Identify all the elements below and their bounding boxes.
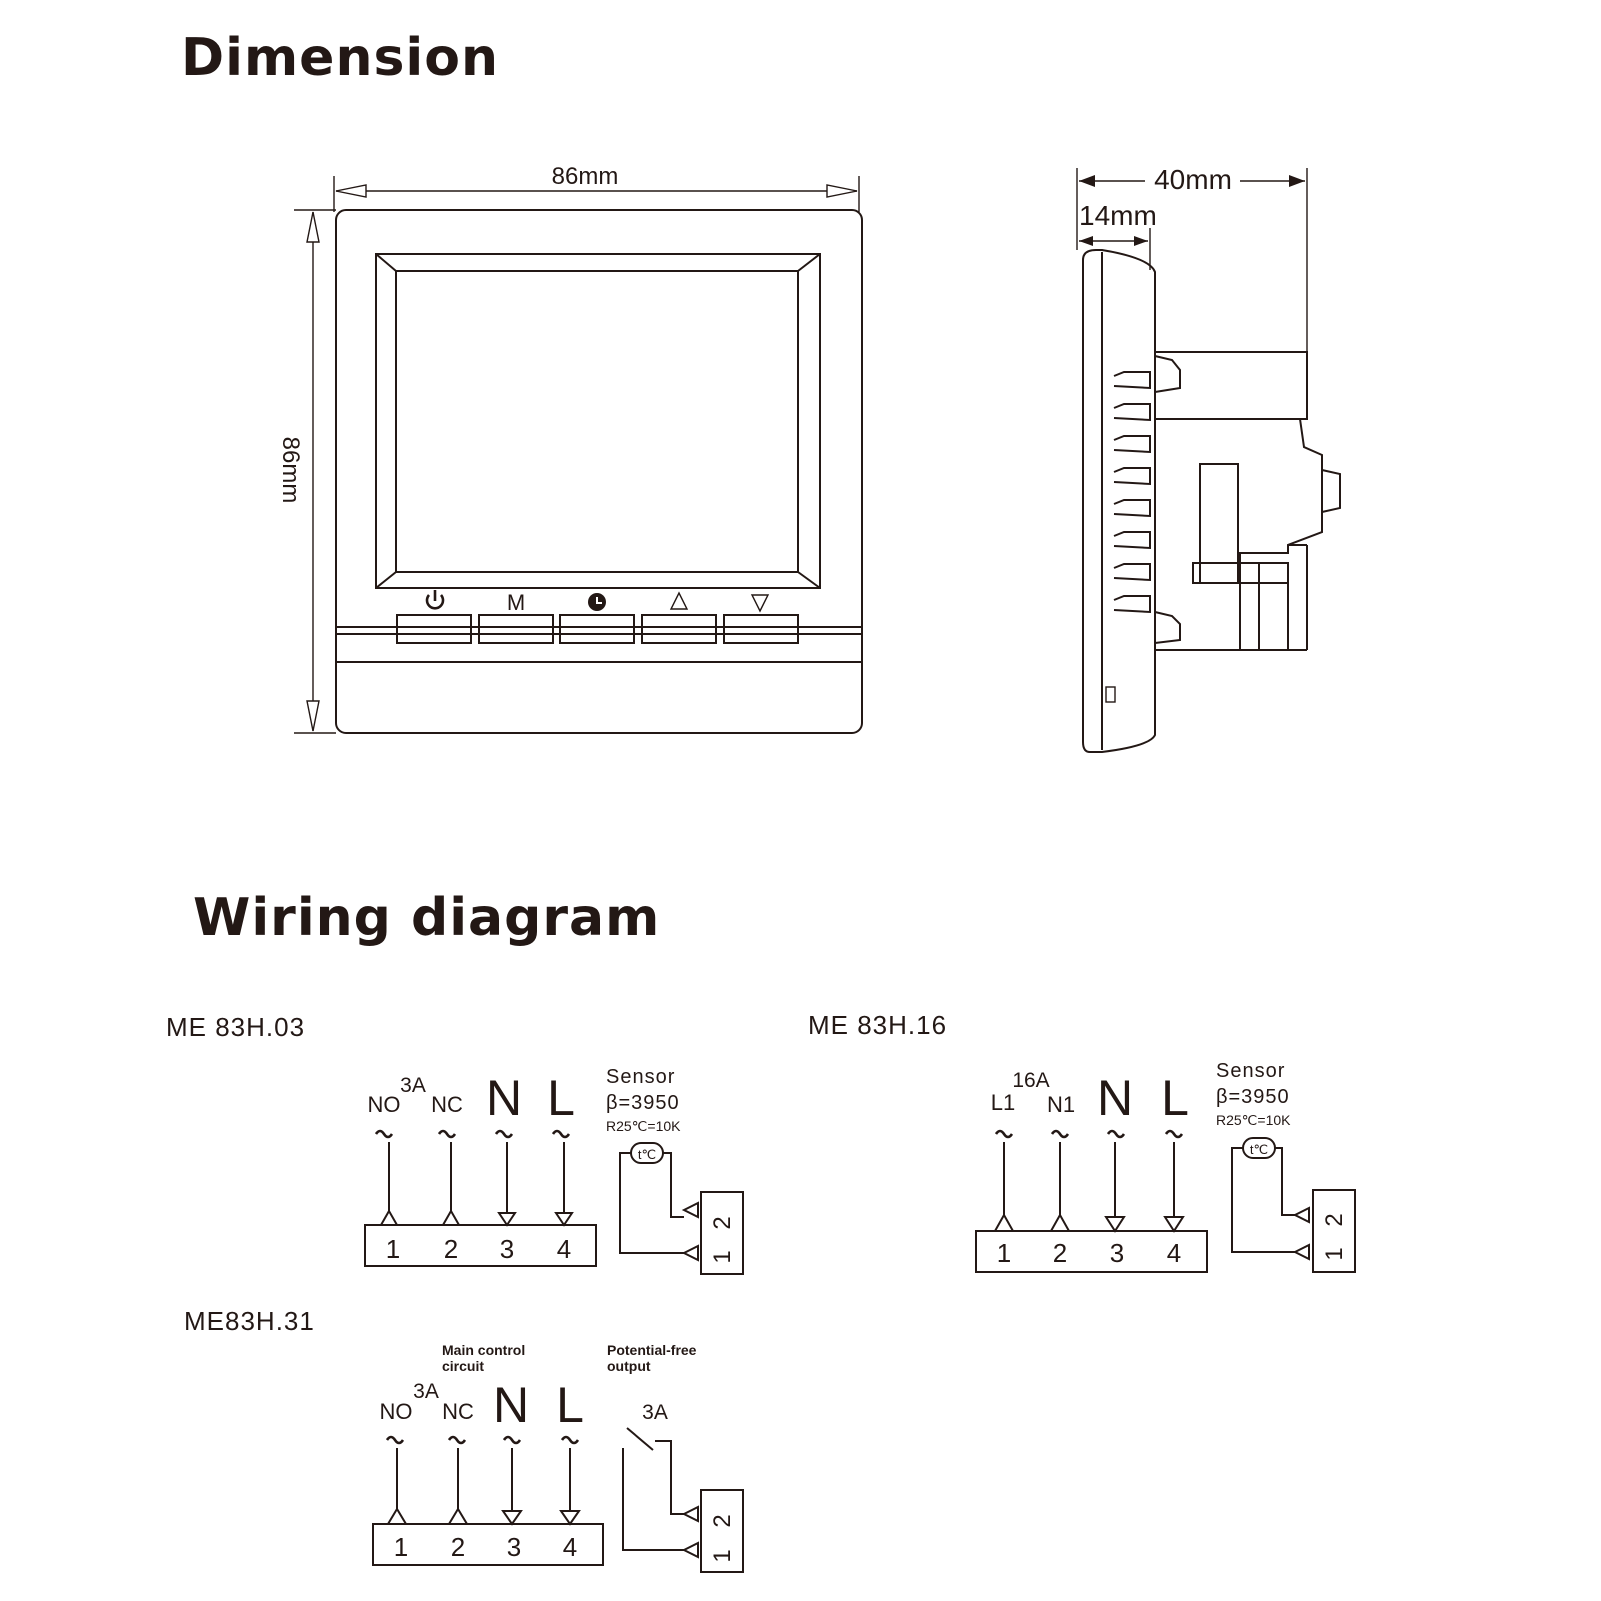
- terminal-label-2: N1: [1047, 1092, 1075, 1117]
- wiring-me83h16: 16A L1 N1 N L 1 2 3 4 Sensor β=3950 R25℃…: [975, 1060, 1356, 1273]
- terminal-label-1: NO: [368, 1092, 401, 1117]
- sensor-pin-2: 2: [1321, 1213, 1348, 1226]
- down-triangle-icon: [750, 594, 770, 613]
- sensor-beta: β=3950: [1216, 1086, 1290, 1108]
- terminal-label-4: L: [1161, 1070, 1189, 1126]
- side-view: 40mm 14mm: [1076, 164, 1341, 753]
- terminal-label-2: NC: [442, 1399, 474, 1424]
- terminal-number: 3: [500, 1234, 514, 1264]
- terminal-number: 3: [507, 1532, 521, 1562]
- sensor-resistance: R25℃=10K: [1216, 1112, 1291, 1128]
- sensor-title: Sensor: [1216, 1060, 1285, 1082]
- terminal-label-3: N: [1097, 1070, 1133, 1126]
- terminal-number: 1: [997, 1238, 1011, 1268]
- front-housing: [335, 209, 863, 734]
- rating-label: 3A: [400, 1074, 426, 1097]
- sensor-pin-1: 1: [709, 1250, 736, 1263]
- power-button: [396, 614, 472, 644]
- terminal-number: 2: [451, 1532, 465, 1562]
- down-button: [723, 614, 799, 644]
- main-control-label: Main control: [442, 1342, 525, 1358]
- up-button: [641, 614, 717, 644]
- side-depth-label: 40mm: [1154, 164, 1232, 195]
- up-triangle-icon: [669, 591, 689, 610]
- clock-button: [559, 614, 635, 644]
- switch-contact: [626, 1427, 654, 1451]
- side-face-label: 14mm: [1079, 200, 1157, 231]
- model-label-03: ME 83H.03: [166, 1012, 306, 1042]
- output-rating-label: 3A: [642, 1401, 668, 1424]
- terminal-block: [364, 1224, 597, 1267]
- output-pin-2: 2: [709, 1514, 736, 1527]
- button-row: [396, 614, 799, 644]
- display-screen: [395, 270, 799, 573]
- terminal-number: 4: [1167, 1238, 1181, 1268]
- ac-symbols: [374, 1129, 571, 1139]
- clock-icon: [588, 593, 606, 611]
- terminal-number: 4: [563, 1532, 577, 1562]
- terminal-label-1: NO: [380, 1399, 413, 1424]
- terminal-number: 1: [394, 1532, 408, 1562]
- sensor-beta: β=3950: [606, 1092, 680, 1114]
- output-pin-1: 1: [709, 1549, 736, 1562]
- terminal-number: 4: [557, 1234, 571, 1264]
- display-bezel: [375, 253, 821, 589]
- sensor-terminal: [1312, 1189, 1356, 1273]
- terminal-label-3: N: [486, 1070, 522, 1126]
- thermistor-icon: [1242, 1137, 1276, 1159]
- ac-symbols: [994, 1129, 1184, 1139]
- sensor-terminal: [700, 1191, 744, 1275]
- sensor-title: Sensor: [606, 1066, 675, 1088]
- mode-letter-icon: M: [507, 590, 525, 615]
- output-terminal: [700, 1489, 744, 1573]
- rating-label: 16A: [1012, 1069, 1049, 1092]
- wiring-me83h31: Main control circuit Potential-free outp…: [372, 1342, 744, 1573]
- main-control-label: circuit: [442, 1358, 484, 1374]
- terminal-label-1: L1: [991, 1090, 1015, 1115]
- terminal-number: 2: [1053, 1238, 1067, 1268]
- mode-button: [478, 614, 554, 644]
- sensor-pin-2: 2: [709, 1216, 736, 1229]
- thermistor-icon: [630, 1142, 664, 1164]
- thermistor-symbol: t℃: [638, 1147, 656, 1162]
- potential-free-label: Potential-free: [607, 1342, 697, 1358]
- terminal-number: 1: [386, 1234, 400, 1264]
- terminal-label-3: N: [493, 1377, 529, 1433]
- terminal-block: [975, 1230, 1208, 1273]
- terminal-block: [372, 1523, 604, 1566]
- terminal-number: 3: [1110, 1238, 1124, 1268]
- wiring-me83h03: 3A NO NC N L 1 2 3 4 Sensor β=3950 R25℃=…: [364, 1066, 744, 1275]
- ac-symbols: [385, 1435, 580, 1445]
- rating-label: 3A: [413, 1380, 439, 1403]
- potential-free-label: output: [607, 1358, 651, 1374]
- front-view: 86mm 86mm M: [277, 163, 863, 734]
- terminal-label-2: NC: [431, 1092, 463, 1117]
- dimension-heading: Dimension: [181, 28, 499, 88]
- terminal-number: 2: [444, 1234, 458, 1264]
- sensor-pin-1: 1: [1321, 1247, 1348, 1260]
- wiring-heading: Wiring diagram: [193, 888, 661, 948]
- power-icon: [425, 590, 445, 610]
- model-label-16: ME 83H.16: [808, 1010, 948, 1040]
- terminal-label-4: L: [547, 1070, 575, 1126]
- thermistor-symbol: t℃: [1250, 1142, 1268, 1157]
- terminal-label-4: L: [556, 1377, 584, 1433]
- front-height-label: 86mm: [277, 437, 304, 504]
- sensor-resistance: R25℃=10K: [606, 1118, 681, 1134]
- model-label-31: ME83H.31: [184, 1306, 315, 1336]
- front-width-label: 86mm: [552, 163, 619, 190]
